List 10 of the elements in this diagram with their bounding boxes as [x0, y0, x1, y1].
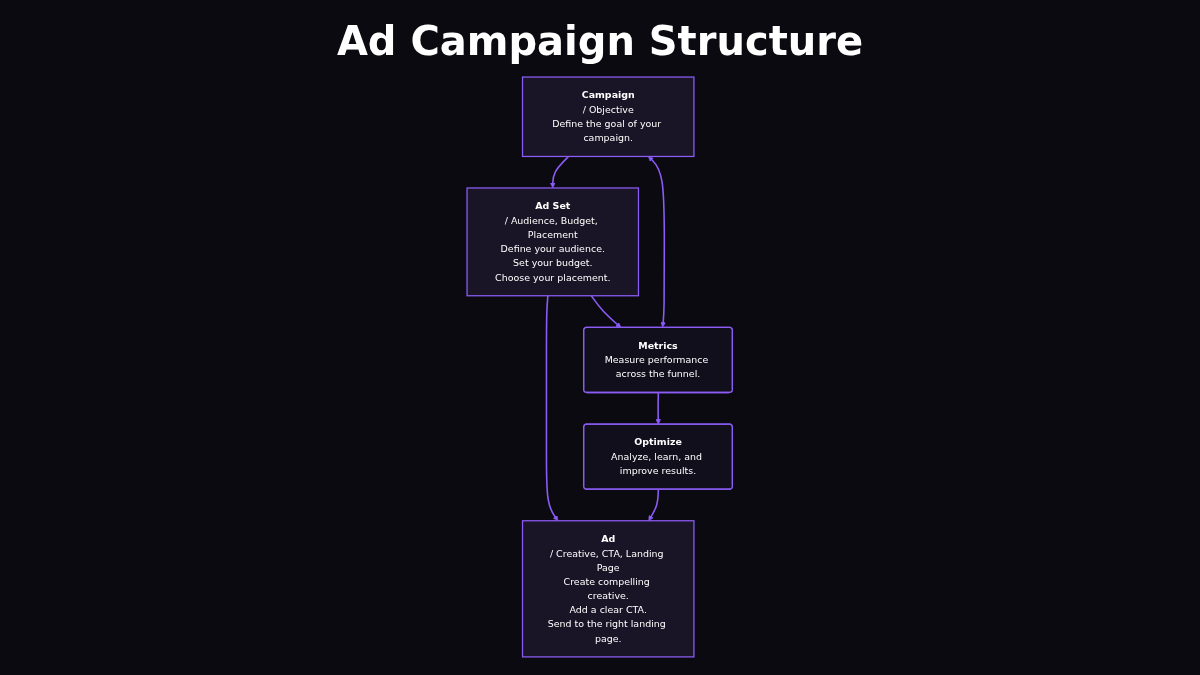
arrow — [545, 294, 559, 521]
diagram-title: Ad Campaign Structure — [335, 18, 865, 64]
arrow — [550, 155, 570, 189]
arrow — [655, 392, 662, 425]
node-box: Campaign / Objective Define the goal of your campaign. — [522, 76, 695, 158]
arrow — [648, 488, 660, 521]
node-box: Ad / Creative, CTA, Landing Page Create compelling creative. Add a clear CTA. Send to the right landing page. — [522, 520, 695, 658]
arrow — [590, 294, 622, 328]
arrow — [648, 156, 667, 328]
node-box: Ad Set / Audience, Budget, Placement Define your audience. Set your budget. Choose your placement. — [466, 187, 640, 297]
